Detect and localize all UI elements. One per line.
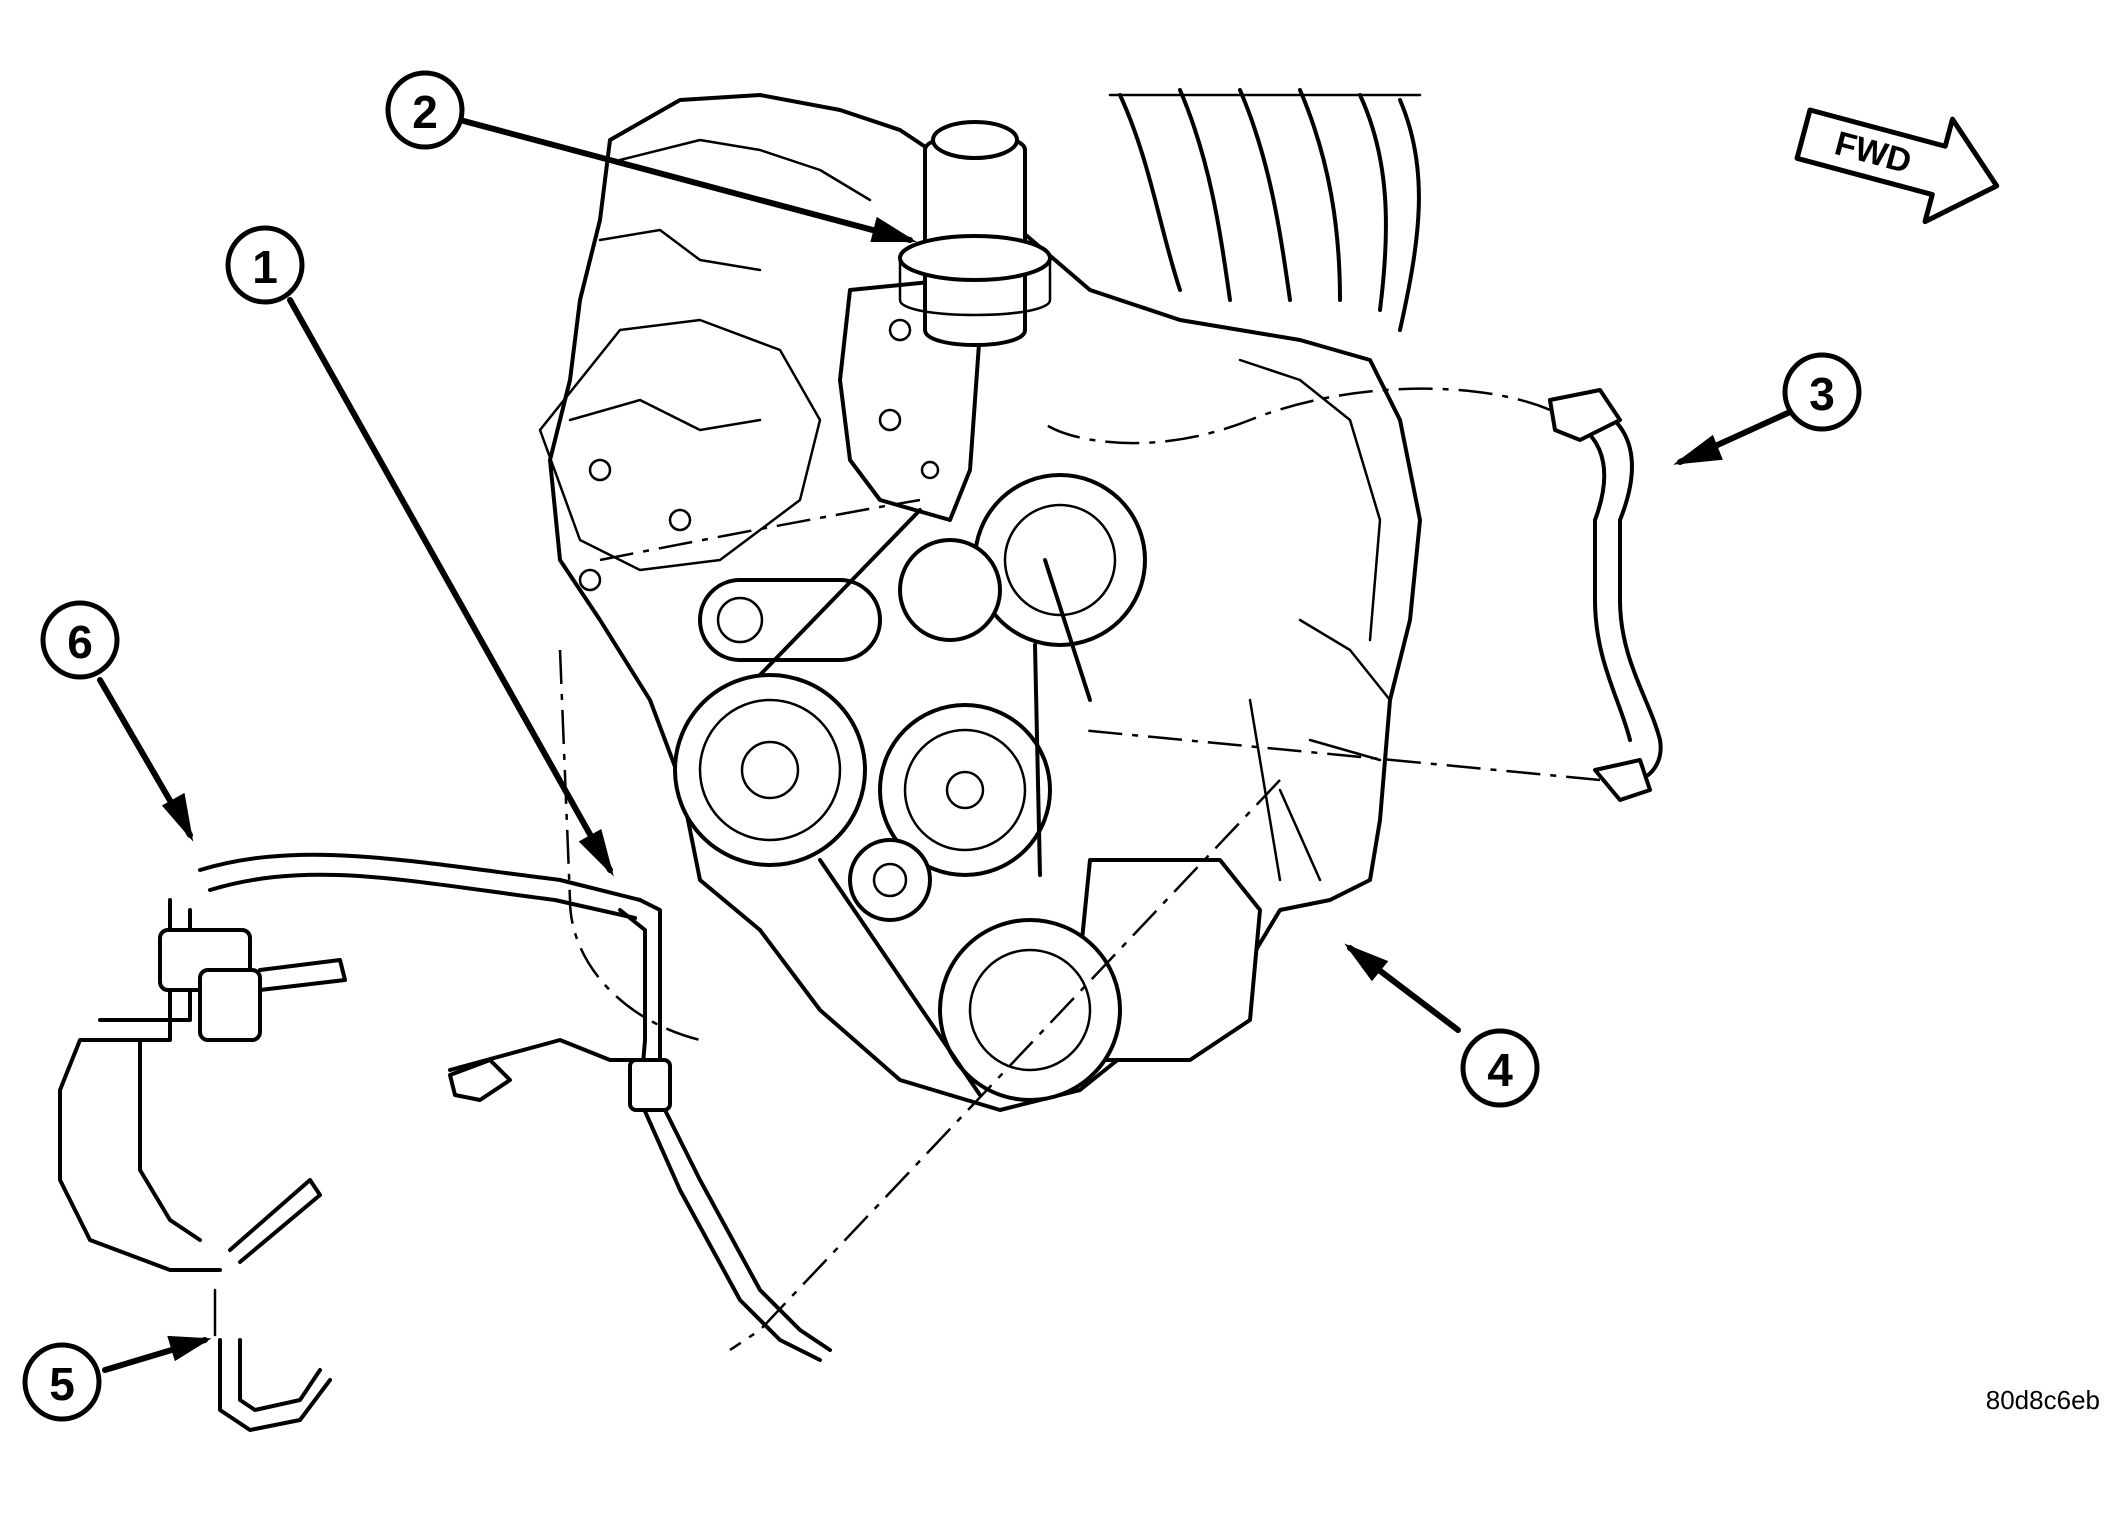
fwd-arrow: FWD xyxy=(1794,107,2000,225)
figure-id: 80d8c6eb xyxy=(1985,1385,2100,1415)
reservoir-hose xyxy=(1548,388,1663,802)
leader-arrows xyxy=(97,117,1793,1373)
return-hose xyxy=(213,1288,332,1432)
callout-5-label: 5 xyxy=(49,1358,75,1410)
accessory-drive xyxy=(673,473,1262,1102)
callout-4: 4 xyxy=(1460,1028,1540,1108)
callout-4-label: 4 xyxy=(1487,1044,1513,1096)
callout-6-label: 6 xyxy=(67,616,93,668)
callout-3: 3 xyxy=(1782,352,1862,432)
callout-2-label: 2 xyxy=(412,86,438,138)
engine-block xyxy=(538,88,1422,1112)
pressure-line-assembly xyxy=(58,852,832,1362)
callout-1: 1 xyxy=(225,225,305,305)
dashed-leader-lines xyxy=(558,387,1601,1352)
callout-2: 2 xyxy=(385,70,465,150)
callout-6: 6 xyxy=(40,600,120,680)
callout-3-label: 3 xyxy=(1809,368,1835,420)
power-steering-reservoir xyxy=(898,120,1052,347)
callout-5: 5 xyxy=(22,1342,102,1422)
callout-1-label: 1 xyxy=(252,241,278,293)
